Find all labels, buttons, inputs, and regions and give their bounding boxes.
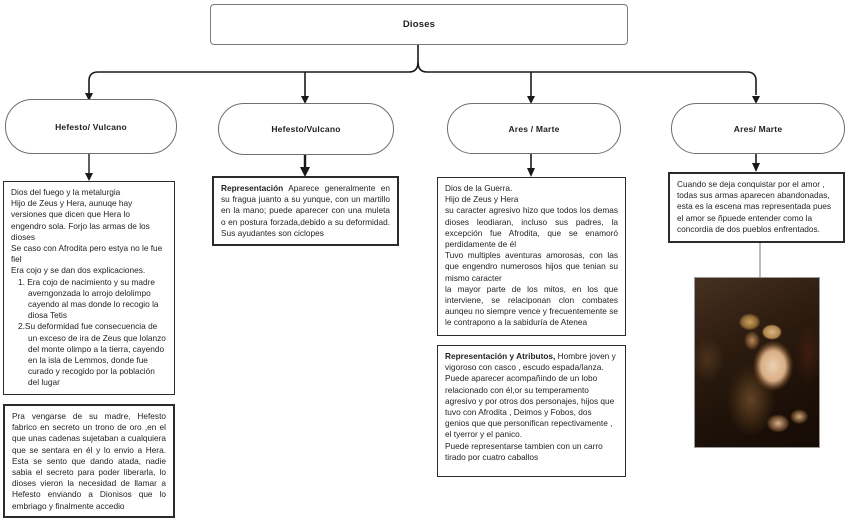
node-ares-marte-2: Ares/ Marte: [671, 103, 845, 154]
hefesto-desc-list-item-2: 2.Su deformidad fue consecuencia de un e…: [18, 321, 166, 388]
node-ares-marte-2-label: Ares/ Marte: [733, 123, 783, 134]
ares-representation-body: Hombre joven y vigoroso con casco , escu…: [445, 351, 616, 373]
tree-branch-lines: [88, 43, 757, 96]
node-dioses-label: Dioses: [402, 19, 436, 30]
node-ares-marte-1: Ares / Marte: [447, 103, 621, 154]
ares-description-box: Dios de la Guerra. Hijo de Zeus y Hera s…: [437, 177, 626, 336]
node-to-text-arrowheads: [85, 163, 760, 181]
hefesto-representation-text: Representación Aparece generalmente en s…: [221, 183, 390, 239]
ares-desc-line-3: su caracter agresivo hizo que todos los …: [445, 205, 618, 250]
ares-desc-line-1: Dios de la Guerra.: [445, 183, 513, 193]
node-dioses: Dioses: [210, 4, 628, 45]
node-ares-marte-1-label: Ares / Marte: [508, 123, 560, 134]
ares-love-text: Cuando se deja conquistar por el amor , …: [677, 179, 832, 234]
node-hefesto-vulcano-2-label: Hefesto/Vulcano: [271, 124, 341, 134]
ares-representation-lead: Representación y Atributos,: [445, 351, 556, 361]
ares-representation-text: Representación y Atributos, Hombre joven…: [445, 351, 618, 373]
ares-desc-line-5: la mayor parte de los mitos, en los que …: [445, 283, 618, 328]
node-hefesto-vulcano-1-label: Hefesto/ Vulcano: [55, 121, 127, 132]
hefesto-desc-line-1: Dios del fuego y la metalurgia: [11, 187, 121, 197]
hefesto-throne-story-text: Pra vengarse de su madre, Hefesto fabric…: [12, 411, 166, 511]
hefesto-desc-line-4: Era cojo y se dan dos explicaciones.: [11, 265, 146, 276]
mars-venus-painting: [694, 277, 820, 448]
hefesto-representation-box: Representación Aparece generalmente en s…: [212, 176, 399, 246]
ares-desc-line-2: Hijo de Zeus y Hera: [445, 194, 519, 205]
hefesto-description-box: Dios del fuego y la metalurgia Hijo de Z…: [3, 181, 175, 395]
ares-love-box: Cuando se deja conquistar por el amor , …: [668, 172, 845, 243]
ares-representation-line-3: Puede representarse tambien con un carro…: [445, 440, 603, 462]
hefesto-representation-lead: Representación: [221, 183, 284, 193]
tree-arrowheads: [85, 93, 760, 104]
ares-representation-box: Representación y Atributos, Hombre joven…: [437, 345, 626, 477]
hefesto-throne-story-box: Pra vengarse de su madre, Hefesto fabric…: [3, 404, 175, 518]
hefesto-representation-body: Aparece generalmente en su fragua juanto…: [221, 183, 390, 238]
node-to-text-lines: [88, 152, 757, 173]
ares-representation-line-2: Puede aparecer acompañindo de un lobo re…: [445, 373, 615, 440]
node-hefesto-vulcano-1: Hefesto/ Vulcano: [5, 99, 177, 154]
hefesto-desc-line-3: Se caso con Afrodita pero estya no le fu…: [11, 243, 163, 265]
hefesto-desc-line-2: Hijo de Zeus y Hera, aunuqe hay versione…: [11, 198, 150, 242]
hefesto-desc-list-item-1: 1. Era cojo de nacimiento y su madre ave…: [18, 276, 159, 321]
ares-desc-line-4: Tuvo multiples aventuras amorosas, con l…: [445, 250, 618, 283]
node-hefesto-vulcano-2: Hefesto/Vulcano: [218, 103, 394, 155]
